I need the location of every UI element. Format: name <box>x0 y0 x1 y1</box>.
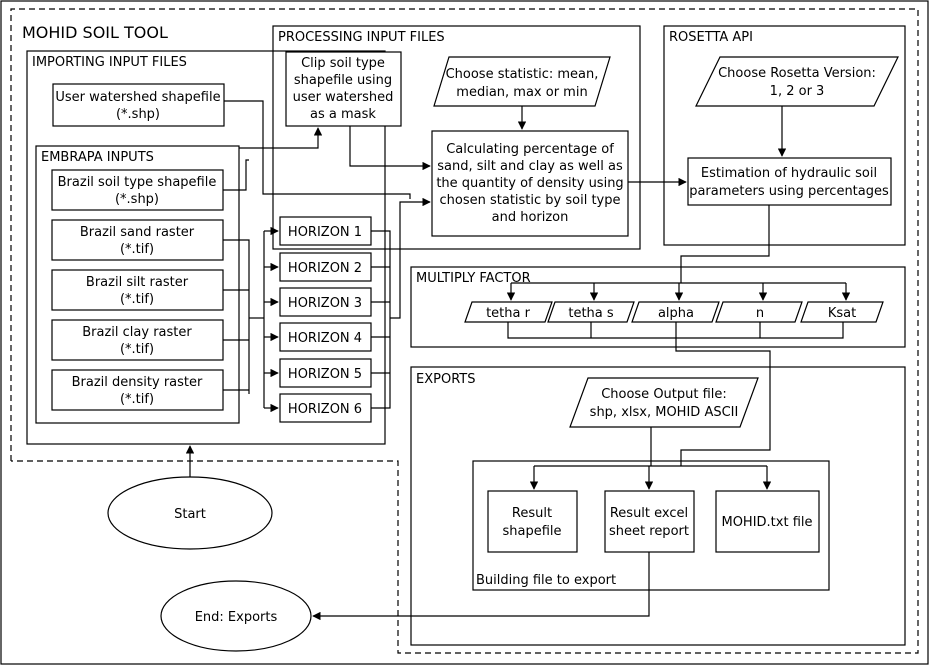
sand-raster-label: Brazil sand raster(*.tif) <box>80 225 195 257</box>
param-ksat <box>800 301 884 323</box>
building-section-label: Building file to export <box>476 573 616 588</box>
tool-title: MOHID SOIL TOOL <box>22 23 168 42</box>
horizon-4-label: HORIZON 4 <box>288 331 362 346</box>
param-n-label: n <box>756 306 764 321</box>
result-excel-box <box>604 490 695 553</box>
param-n <box>715 301 803 323</box>
rosetta-section-label: ROSETTA API <box>669 30 753 45</box>
horizon-2: HORIZON 2 <box>279 252 372 282</box>
rosetta-version-label: Choose Rosetta Version:1, 2 or 3 <box>718 66 876 99</box>
output-label: Choose Output file:shp, xlsx, MOHID ASCI… <box>590 387 739 420</box>
clay-raster-label: Brazil clay raster(*.tif) <box>82 325 192 357</box>
exports-section-label: EXPORTS <box>416 372 475 387</box>
param-tetha-s-label: tetha s <box>568 306 614 321</box>
output-parallelogram <box>569 377 759 428</box>
horizon-6-label: HORIZON 6 <box>288 402 362 417</box>
horizon-6: HORIZON 6 <box>279 393 372 423</box>
embrapa-section-label: EMBRAPA INPUTS <box>41 150 154 165</box>
param-alpha-label: alpha <box>658 306 694 321</box>
horizon-4: HORIZON 4 <box>279 322 372 352</box>
param-tetha-r-label: tetha r <box>486 306 531 321</box>
horizon-2-label: HORIZON 2 <box>288 261 362 276</box>
param-ksat-label: Ksat <box>828 306 856 321</box>
statistic-parallelogram <box>433 56 611 107</box>
silt-raster-label: Brazil silt raster(*.tif) <box>86 275 189 307</box>
clip-box <box>285 51 402 127</box>
horizon-1: HORIZON 1 <box>279 216 372 246</box>
horizon-3: HORIZON 3 <box>279 287 372 317</box>
estimation-box <box>687 157 892 206</box>
rosetta-version-parallelogram <box>695 56 899 107</box>
processing-section <box>272 25 641 250</box>
silt-raster-box <box>51 269 224 311</box>
soil-type-label: Brazil soil type shapefile(*.shp) <box>58 175 217 207</box>
multiply-section-label: MULTIPLY FACTOR <box>416 271 531 286</box>
horizon-5-label: HORIZON 5 <box>288 367 362 382</box>
param-tetha-s <box>547 301 635 323</box>
param-tetha-r <box>464 301 553 323</box>
start-label: Start <box>174 507 206 522</box>
horizon-3-label: HORIZON 3 <box>288 296 362 311</box>
rosetta-section <box>663 25 906 246</box>
connectors <box>185 100 851 621</box>
mohid-txt-box <box>715 490 820 553</box>
density-raster-label: Brazil density raster(*.tif) <box>72 375 203 407</box>
statistic-label: Choose statistic: mean,median, max or mi… <box>446 67 599 100</box>
horizon-5: HORIZON 5 <box>279 358 372 388</box>
tool-boundary <box>10 8 919 654</box>
end-label: End: Exports <box>195 610 278 625</box>
param-alpha <box>631 301 720 323</box>
result-shapefile-box <box>487 490 578 553</box>
mohid-txt-label: MOHID.txt file <box>721 515 812 530</box>
importing-section <box>26 50 386 445</box>
importing-section-label: IMPORTING INPUT FILES <box>32 55 187 70</box>
embrapa-section <box>35 145 240 424</box>
end-terminal <box>160 580 312 652</box>
watershed-box <box>52 83 225 127</box>
exports-section <box>410 366 906 646</box>
watershed-label: User watershed shapefile(*.shp) <box>55 90 220 122</box>
multiply-section <box>410 266 906 348</box>
density-raster-box <box>51 369 224 411</box>
horizon-1-label: HORIZON 1 <box>288 225 362 240</box>
processing-section-label: PROCESSING INPUT FILES <box>278 30 445 45</box>
calculation-box <box>431 130 629 237</box>
